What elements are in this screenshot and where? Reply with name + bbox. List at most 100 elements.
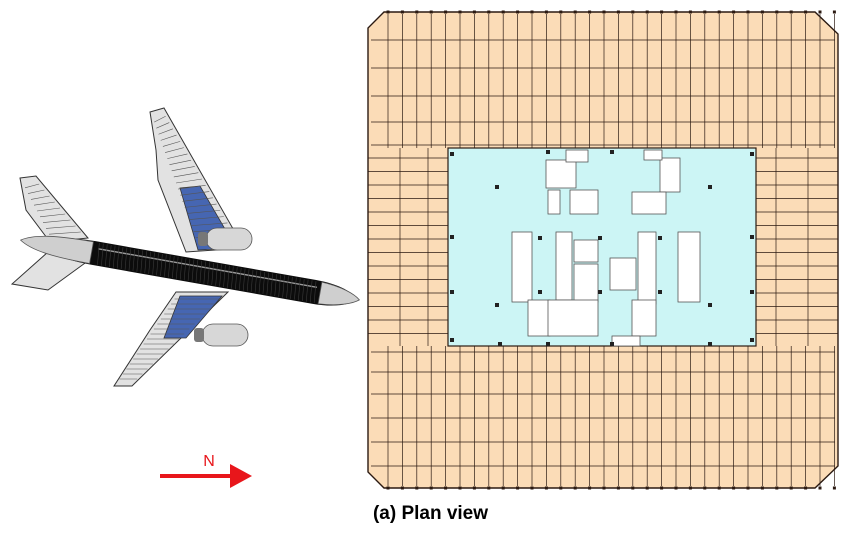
perimeter-node <box>616 10 620 14</box>
fuselage-frame <box>274 274 277 297</box>
fuselage-frame <box>120 246 124 270</box>
fuselage-frame <box>250 269 254 292</box>
perimeter-node <box>746 486 750 490</box>
core-room <box>609 257 637 291</box>
fuselage-frame <box>313 281 317 304</box>
fuselage-frame <box>148 251 151 274</box>
perimeter-node <box>386 10 390 14</box>
core-column <box>750 290 754 294</box>
core-column <box>708 303 712 307</box>
core-room <box>555 231 573 301</box>
core-room <box>547 189 561 215</box>
fuselage-frame <box>183 258 187 281</box>
perimeter-node <box>832 486 836 490</box>
fuselage-frame <box>219 264 222 287</box>
core-column <box>598 290 602 294</box>
perimeter-node <box>775 486 779 490</box>
perimeter-node <box>487 10 491 14</box>
perimeter-node <box>645 486 649 490</box>
perimeter-node <box>760 10 764 14</box>
perimeter-node <box>530 486 534 490</box>
fuselage-frame <box>199 260 203 283</box>
perimeter-node <box>717 10 721 14</box>
wing-rib <box>24 183 40 189</box>
core-column <box>450 290 454 294</box>
perimeter-node <box>746 10 750 14</box>
perimeter-node <box>559 486 563 490</box>
perimeter-node <box>472 10 476 14</box>
wing-rib <box>162 141 181 147</box>
wing-rib <box>45 225 76 229</box>
fuselage-frame <box>294 277 297 300</box>
wing-rib <box>169 159 192 166</box>
fuselage-frame <box>175 256 179 279</box>
perimeter-node <box>703 10 707 14</box>
core-room <box>545 159 577 189</box>
perimeter-node <box>660 486 664 490</box>
tail-ribs <box>24 183 81 235</box>
core-column <box>495 185 499 189</box>
fuselage-frame <box>156 253 159 276</box>
fuselage-frame <box>105 244 108 267</box>
perimeter-node <box>429 486 433 490</box>
figure-caption: (a) Plan view <box>372 503 489 524</box>
core-column <box>546 342 550 346</box>
wing-rib <box>39 213 66 218</box>
fuselage-frame <box>160 253 163 276</box>
fuselage-frame <box>132 249 136 272</box>
fuselage-frame <box>187 258 191 281</box>
airplane <box>10 107 361 387</box>
fuselage-frame <box>215 263 218 286</box>
core-column <box>495 303 499 307</box>
core-column <box>546 150 550 154</box>
core-column <box>708 185 712 189</box>
core-column <box>610 150 614 154</box>
perimeter-node <box>415 10 419 14</box>
fuselage-frame <box>309 280 313 303</box>
fuselage-frame <box>246 269 250 292</box>
perimeter-node <box>804 486 808 490</box>
wing-rib <box>154 116 166 123</box>
perimeter-node <box>616 486 620 490</box>
core-room <box>511 231 533 303</box>
perimeter-node <box>588 10 592 14</box>
wing-rib <box>184 203 217 208</box>
core-column <box>750 152 754 156</box>
fuselage-frame <box>227 265 230 288</box>
fuselage-frame <box>203 261 206 284</box>
core-column <box>538 236 542 240</box>
building-core <box>447 147 757 347</box>
perimeter-node <box>818 10 822 14</box>
perimeter-node <box>688 486 692 490</box>
perimeter-node <box>717 486 721 490</box>
perimeter-node <box>501 10 505 14</box>
floor-plate <box>367 10 839 490</box>
perimeter-node <box>674 486 678 490</box>
fuselage-frame <box>101 243 104 266</box>
core-room <box>573 239 599 263</box>
fuselage-frame <box>242 268 246 291</box>
fuselage-frame <box>258 271 262 294</box>
fuselage-frames <box>97 242 317 304</box>
perimeter-node <box>789 486 793 490</box>
wing-rib <box>42 219 71 223</box>
fuselage-frame <box>286 276 289 299</box>
upper-engine <box>198 227 253 251</box>
wing-rib <box>48 231 81 235</box>
core-room <box>677 231 701 303</box>
north-label: N <box>203 453 215 470</box>
fuselage-frame <box>278 274 281 297</box>
fuselage-frame <box>116 246 120 269</box>
fuselage-frame <box>211 262 214 286</box>
wing-rib <box>30 195 50 200</box>
core-column <box>750 338 754 342</box>
core-column <box>450 235 454 239</box>
wing-rib <box>27 189 45 194</box>
perimeter-node <box>444 486 448 490</box>
perimeter-node <box>386 486 390 490</box>
core-room <box>659 157 681 193</box>
fuselage-frame <box>168 255 171 278</box>
perimeter-node <box>588 486 592 490</box>
fuselage-frame <box>164 254 167 277</box>
perimeter-node <box>458 10 462 14</box>
